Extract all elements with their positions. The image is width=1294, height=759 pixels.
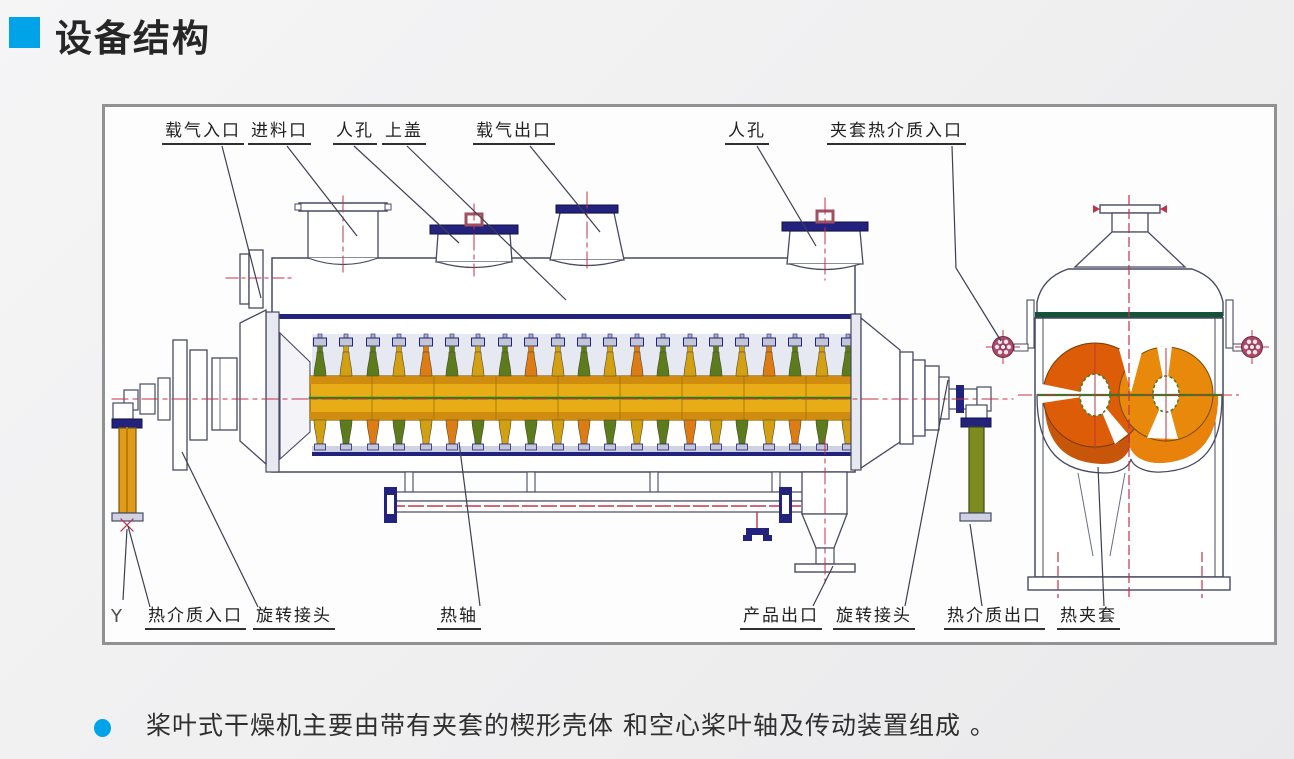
label-carrier-gas-inlet: 载气入口 [162, 121, 244, 146]
label-top-cover: 上盖 [382, 121, 426, 146]
manhole-2-nozzle [781, 209, 869, 271]
support-frame [384, 471, 806, 541]
label-carrier-gas-outlet: 载气出口 [473, 121, 555, 146]
top-cover-bar [272, 314, 855, 319]
heat-medium-inlet-pipe [111, 402, 144, 532]
jacket-inlet-union [985, 329, 1021, 365]
cross-section-view [985, 195, 1270, 598]
jacket-union-right [1234, 329, 1270, 365]
label-product-outlet: 产品出口 [740, 606, 822, 631]
leader-lines [122, 145, 1105, 608]
label-y-mark: Y [111, 606, 124, 627]
bullet-text: 桨叶式干燥机主要由带有夹套的楔形壳体 和空心桨叶轴及传动装置组成 。 [146, 711, 996, 740]
label-manhole-1: 人孔 [333, 121, 377, 146]
label-heat-medium-inlet: 热介质入口 [145, 606, 246, 631]
side-view [111, 191, 1014, 587]
left-drive-end [123, 308, 311, 473]
paddles-lower [313, 419, 855, 451]
label-feed-inlet: 进料口 [248, 121, 311, 146]
label-heat-medium-outlet: 热介质出口 [944, 606, 1045, 631]
title-accent-square [9, 17, 40, 48]
label-manhole-2: 人孔 [725, 121, 769, 146]
label-hot-shaft: 热轴 [437, 606, 481, 631]
bullet-dot [94, 719, 111, 737]
centerlines [111, 191, 1014, 587]
hot-shaft [308, 375, 872, 421]
label-heat-jacket: 热夹套 [1057, 606, 1120, 631]
right-bearing-end [850, 313, 978, 471]
label-rotary-joint-right: 旋转接头 [833, 606, 915, 631]
label-rotary-joint-left: 旋转接头 [253, 606, 335, 631]
page-title: 设备结构 [55, 17, 211, 60]
label-jacket-heat-medium-inlet: 夹套热介质入口 [827, 121, 966, 146]
